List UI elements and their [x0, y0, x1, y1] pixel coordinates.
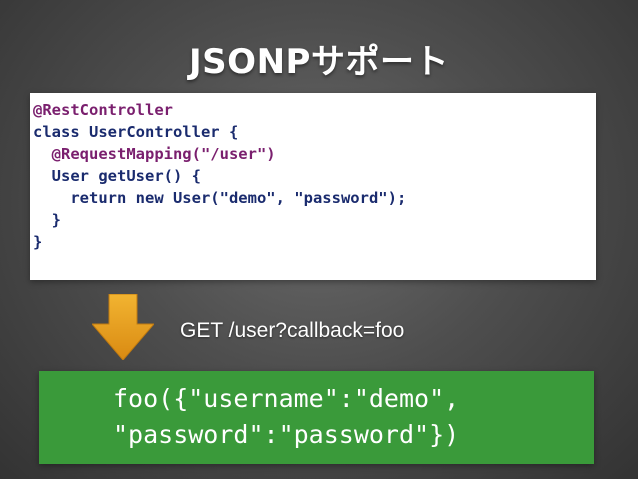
- code-block: @RestController class UserController { @…: [30, 93, 596, 280]
- slide-title: JSONPサポート: [189, 42, 449, 82]
- code-line: @RestController: [33, 101, 173, 119]
- code-line: }: [33, 233, 43, 251]
- jsonp-response-block: foo({"username":"demo", "password":"pass…: [39, 371, 594, 464]
- response-line: "password":"password"}): [113, 420, 460, 449]
- code-line: class UserController {: [33, 123, 239, 141]
- request-url: GET /user?callback=foo: [180, 319, 405, 342]
- code-line: @RequestMapping("/user"): [33, 145, 276, 163]
- code-line: }: [33, 211, 61, 229]
- response-line: foo({"username":"demo",: [113, 384, 460, 413]
- down-arrow-icon: [92, 294, 154, 360]
- code-line: return new User("demo", "password");: [33, 189, 407, 207]
- code-line: User getUser() {: [33, 167, 201, 185]
